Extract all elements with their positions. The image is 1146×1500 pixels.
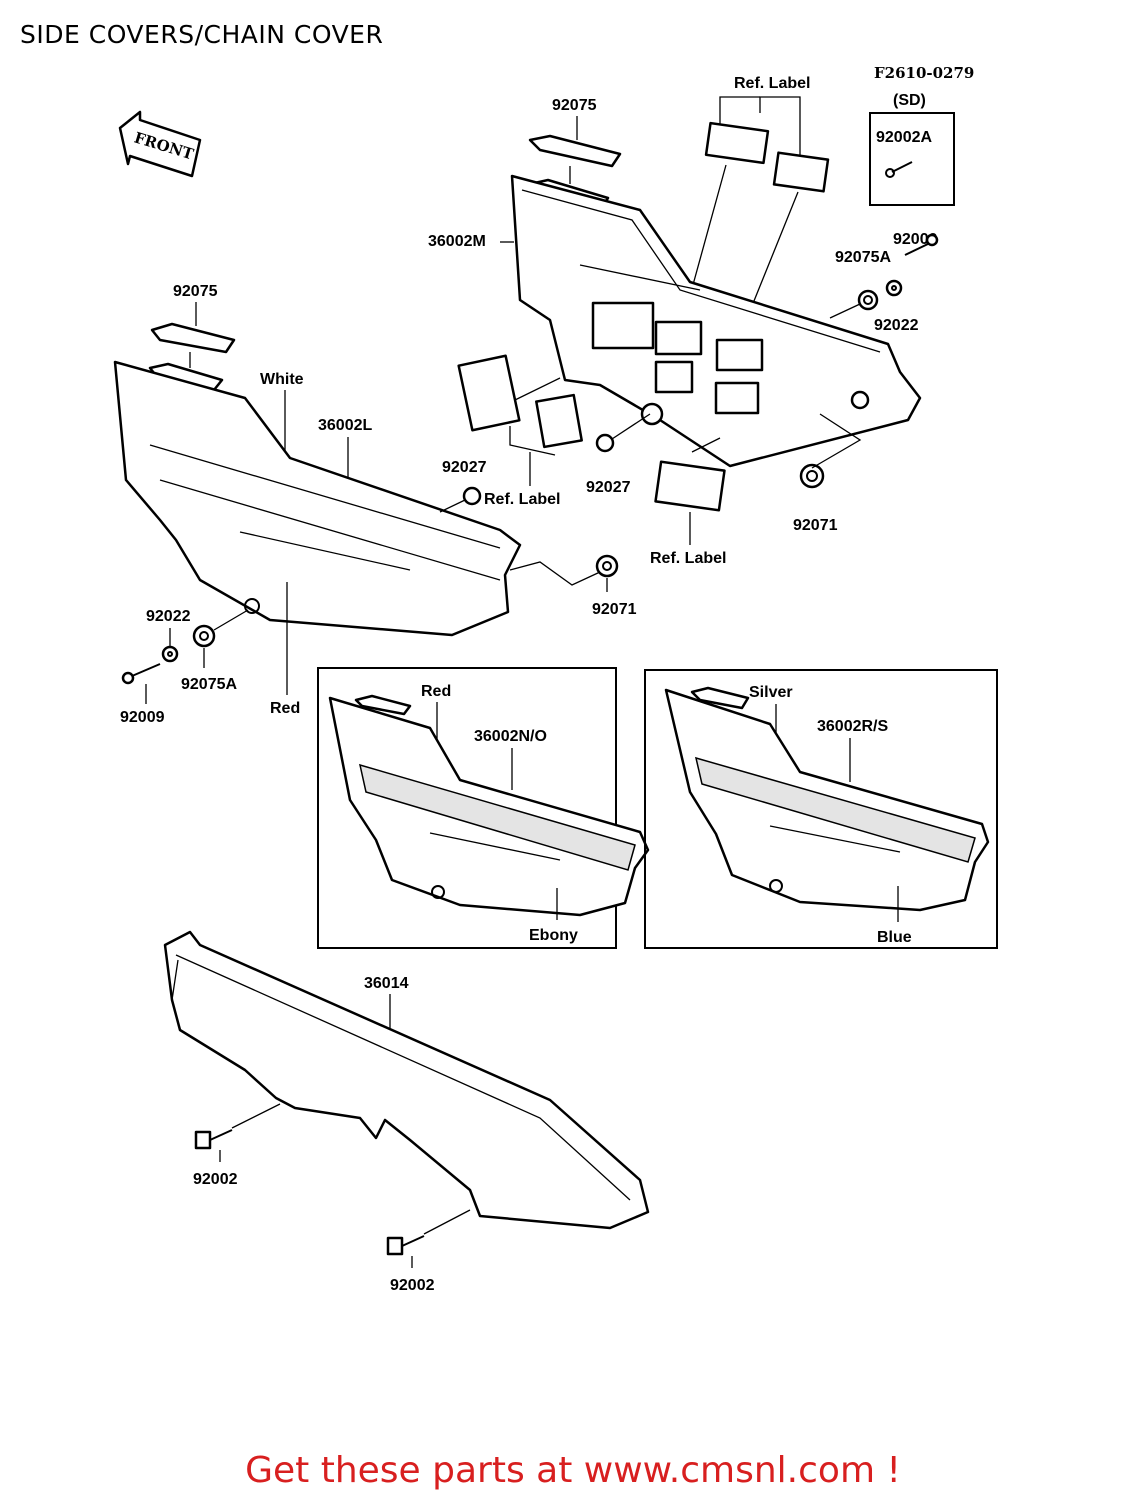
ref-label-area xyxy=(654,360,694,394)
label-92075A-right: 92075A xyxy=(835,249,891,266)
washer-92022-left-icon xyxy=(161,645,179,663)
variant-box-36002NO xyxy=(317,667,617,949)
label-92075A-left: 92075A xyxy=(181,676,237,693)
bolt-92002-top-icon xyxy=(194,1129,233,1150)
bolt-92009-left-icon xyxy=(121,663,161,685)
label-92022-right: 92022 xyxy=(874,317,919,334)
label-92002A: 92002A xyxy=(876,129,932,146)
label-92075-left: 92075 xyxy=(173,283,218,300)
label-92071-mid: 92071 xyxy=(592,601,637,618)
part-92075-top xyxy=(528,134,622,168)
label-36002NO: 36002N/O xyxy=(474,728,547,745)
label-36002M: 36002M xyxy=(428,233,486,250)
label-36002RS: 36002R/S xyxy=(817,718,888,735)
label-92002-top: 92002 xyxy=(193,1171,238,1188)
grommet-92071-mid-icon xyxy=(595,554,619,578)
label-92027-left: 92027 xyxy=(442,459,487,476)
label-92022-left: 92022 xyxy=(146,608,191,625)
ref-label-area xyxy=(715,338,764,372)
ref-label-area xyxy=(654,320,703,356)
part-36002M xyxy=(510,174,922,468)
ref-label-top: Ref. Label xyxy=(734,75,810,92)
label-36014: 36014 xyxy=(364,975,409,992)
label-ebony: Ebony xyxy=(529,927,578,944)
grommet-92027-mid-icon xyxy=(595,433,615,453)
label-blue: Blue xyxy=(877,929,912,946)
figure-code: F2610-0279 xyxy=(874,64,974,82)
page-title: SIDE COVERS/CHAIN COVER xyxy=(20,20,384,49)
variant-box-36002RS xyxy=(644,669,998,949)
ref-label-sticker xyxy=(654,460,726,512)
grommet-92071-right-icon xyxy=(799,463,825,489)
ref-label-area xyxy=(591,301,655,350)
ref-label-area xyxy=(714,381,760,415)
sd-box xyxy=(869,112,955,206)
grommet-92075A-left-icon xyxy=(192,624,216,648)
screw-92002A-icon xyxy=(885,161,913,178)
label-92002-bottom: 92002 xyxy=(390,1277,435,1294)
ref-label-mid: Ref. Label xyxy=(484,491,560,508)
sd-title: (SD) xyxy=(893,92,926,109)
label-silver: Silver xyxy=(749,684,793,701)
label-92075-top: 92075 xyxy=(552,97,597,114)
label-92027-mid: 92027 xyxy=(586,479,631,496)
washer-92022-right-icon xyxy=(885,279,903,297)
front-arrow-icon: FRONT xyxy=(118,110,202,178)
bolt-92009-right-icon xyxy=(904,233,939,256)
label-92071-right: 92071 xyxy=(793,517,838,534)
ref-label-bottom: Ref. Label xyxy=(650,550,726,567)
grommet-92027-left-icon xyxy=(462,486,482,506)
label-red-box: Red xyxy=(421,683,451,700)
stripe xyxy=(358,763,636,871)
ref-label-sticker xyxy=(772,151,830,193)
ref-label-emblem xyxy=(535,393,583,449)
part-36002L xyxy=(113,360,522,637)
footer-cta: Get these parts at www.cmsnl.com ! xyxy=(245,1450,901,1491)
label-36002L: 36002L xyxy=(318,417,372,434)
ref-label-emblem xyxy=(457,354,521,432)
label-white: White xyxy=(260,371,304,388)
label-92009-left: 92009 xyxy=(120,709,165,726)
ref-label-sticker xyxy=(704,121,770,165)
stripe xyxy=(694,756,976,863)
parts-diagram: FRONT F2610-0279 (SD) 92002A Ref. Label … xyxy=(113,64,998,1294)
bolt-92002-bottom-icon xyxy=(386,1235,425,1256)
part-36014 xyxy=(163,930,650,1230)
part-92075-left xyxy=(150,322,236,354)
grommet-92075A-right-icon xyxy=(857,289,879,311)
label-red-left: Red xyxy=(270,700,300,717)
